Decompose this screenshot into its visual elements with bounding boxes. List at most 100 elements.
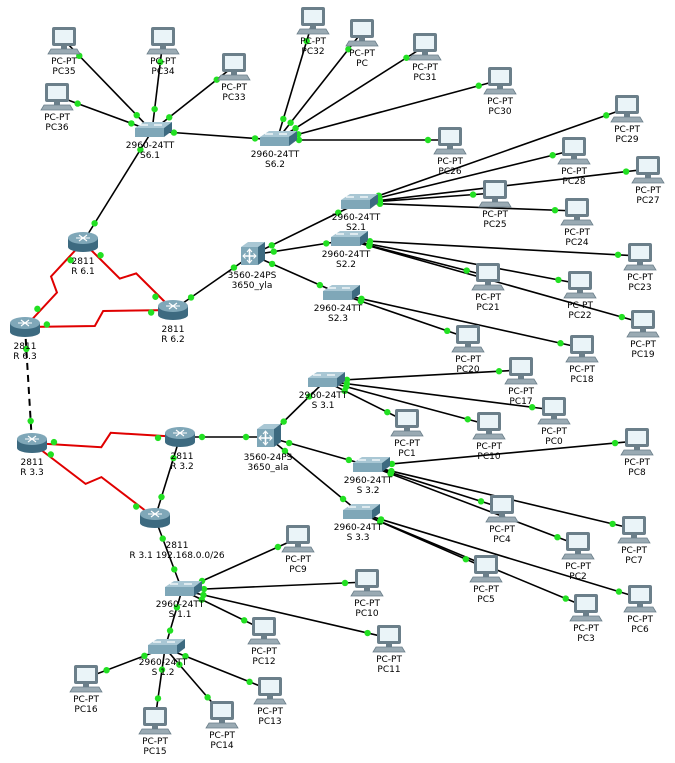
device-name-label: R 6.2 [161,335,184,345]
link-r31-s11[interactable] [154,517,183,591]
link-pc10-s11[interactable] [181,581,368,591]
link-pc3-s33[interactable] [359,512,587,608]
port-indicator-s12 [176,661,183,668]
device-model-label: PC-PT [455,355,481,365]
link-pc10b-s31[interactable] [324,380,490,426]
link-s11-s12[interactable] [164,589,183,649]
link-pc22-s22[interactable] [347,239,581,285]
link-r63-r62[interactable] [24,309,174,328]
link-pc23-s22[interactable] [347,239,641,257]
link-pc24-s21[interactable] [357,202,578,212]
link-pc11-s11[interactable] [181,589,390,639]
port-indicator-pc7 [609,520,616,528]
link-r33-r31[interactable] [31,442,156,519]
pc-icon [485,495,519,523]
link-r62-ml_yla[interactable] [172,254,253,311]
link-pc18-s23[interactable] [339,293,583,349]
link-r61-r63[interactable] [24,241,84,328]
link-pc1-s31[interactable] [324,380,408,423]
link-pc28-s21[interactable] [357,149,575,204]
link-r32-r31[interactable] [154,436,181,519]
link-pc36-s61[interactable] [56,95,153,132]
link-r61-r62[interactable] [82,241,174,311]
port-indicator-ml_yla [268,260,276,268]
link-r33-r32[interactable] [31,431,181,449]
link-ml_ala-s33[interactable] [267,436,361,514]
pc-icon [563,271,597,299]
link-pc0-s31[interactable] [324,380,555,411]
link-ml_ala-s32[interactable] [267,436,371,467]
device-name-label: S2.3 [328,314,348,324]
link-pc2-s32[interactable] [369,465,579,546]
link-pc31-s62[interactable] [276,45,426,141]
link-pc17-s31[interactable] [324,369,522,382]
link-pc12-s11[interactable] [181,589,265,631]
link-ml_yla-s23[interactable] [251,254,341,295]
device-model-label: 2811 [14,342,37,352]
link-pc30-s62[interactable] [276,79,501,141]
link-pc8-s32[interactable] [369,440,638,467]
link-pc6-s33[interactable] [359,512,641,599]
link-pc34-s61[interactable] [151,39,164,132]
link-pc29-s21[interactable] [357,107,628,204]
link-s61-s62[interactable] [151,130,278,141]
